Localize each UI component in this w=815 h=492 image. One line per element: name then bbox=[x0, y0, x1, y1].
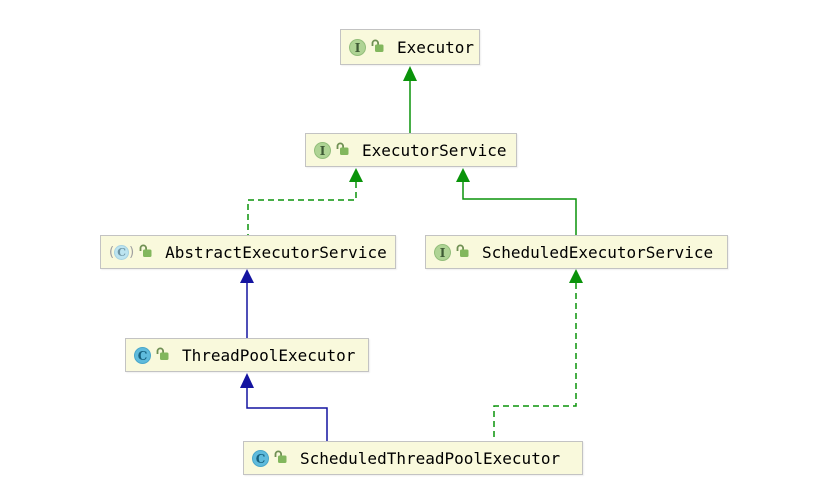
edge-scheduledexecutorservice-extends-executorservice[interactable] bbox=[456, 168, 577, 235]
public-unlocked-icon bbox=[370, 38, 384, 57]
class-name-label: ThreadPoolExecutor bbox=[182, 345, 356, 365]
public-unlocked-icon bbox=[273, 449, 287, 468]
interface-icon: I bbox=[349, 38, 366, 56]
class-name-label: ExecutorService bbox=[362, 140, 507, 160]
node-executor[interactable]: I Executor bbox=[340, 29, 480, 65]
arrowhead-icon bbox=[240, 269, 254, 283]
class-name-label: ScheduledExecutorService bbox=[482, 242, 714, 262]
interface-icon: I bbox=[434, 243, 451, 261]
node-executor-service[interactable]: I ExecutorService bbox=[305, 133, 517, 167]
node-scheduled-thread-pool-executor[interactable]: C ScheduledThreadPoolExecutor bbox=[243, 441, 583, 475]
paren-left: ( bbox=[109, 244, 115, 260]
public-unlocked-icon bbox=[155, 346, 169, 365]
edge-scheduledthreadpoolexecutor-implements-scheduledexecutorservice[interactable] bbox=[493, 269, 583, 441]
class-icon: C bbox=[134, 346, 151, 364]
edge-abstractexecutorservice-implements-executorservice[interactable] bbox=[247, 168, 363, 235]
class-icon: C bbox=[252, 449, 269, 467]
node-abstract-executor-service[interactable]: ( C ) AbstractExecutorService bbox=[100, 235, 396, 269]
arrowhead-icon bbox=[349, 168, 363, 182]
class-name-label: ScheduledThreadPoolExecutor bbox=[300, 448, 561, 468]
arrowhead-icon bbox=[456, 168, 470, 182]
class-name-label: AbstractExecutorService bbox=[165, 242, 387, 262]
arrowhead-icon bbox=[569, 269, 583, 283]
arrowhead-icon bbox=[240, 373, 254, 388]
class-icon: C bbox=[114, 244, 130, 260]
node-scheduled-executor-service[interactable]: I ScheduledExecutorService bbox=[425, 235, 728, 269]
public-unlocked-icon bbox=[335, 141, 349, 160]
edge-executorservice-extends-executor[interactable] bbox=[403, 66, 417, 133]
edge-scheduledthreadpoolexecutor-extends-threadpoolexecutor[interactable] bbox=[240, 373, 328, 441]
edge-line bbox=[462, 182, 577, 235]
paren-right: ) bbox=[129, 244, 135, 260]
public-unlocked-icon bbox=[455, 243, 469, 262]
abstract-class-icon: ( C ) bbox=[109, 244, 135, 260]
interface-icon: I bbox=[314, 141, 331, 159]
class-name-label: Executor bbox=[397, 37, 475, 57]
edge-line bbox=[247, 182, 357, 235]
edge-line bbox=[493, 283, 577, 441]
edge-line bbox=[246, 388, 328, 441]
node-thread-pool-executor[interactable]: C ThreadPoolExecutor bbox=[125, 338, 369, 372]
arrowhead-icon bbox=[403, 66, 417, 81]
edge-threadpoolexecutor-extends-abstractexecutorservice[interactable] bbox=[240, 269, 254, 338]
public-unlocked-icon bbox=[138, 243, 152, 262]
